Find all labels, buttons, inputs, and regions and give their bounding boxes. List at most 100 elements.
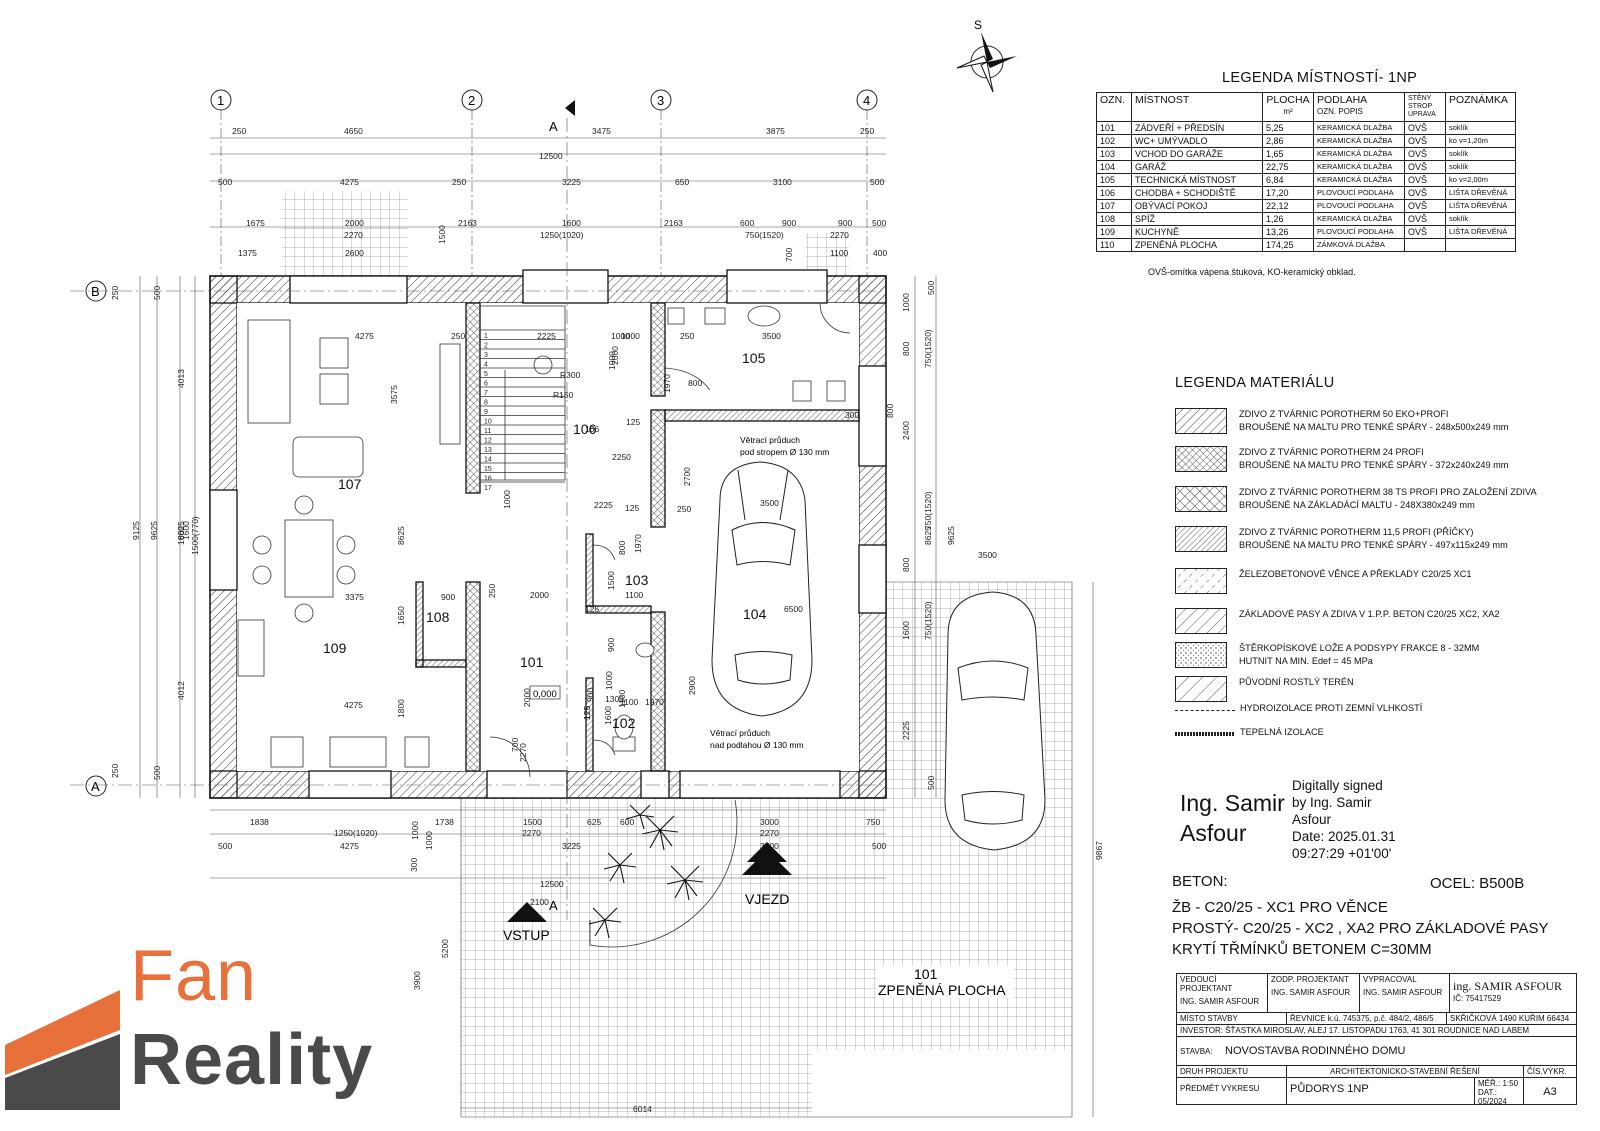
step-paving: [806, 233, 849, 276]
interior-dimension: 1970: [645, 697, 664, 707]
dimension-label: 2163: [458, 218, 477, 228]
interior-dimension: R300: [560, 370, 581, 380]
interior-dimension: 250: [451, 331, 465, 341]
dimension-label: 600: [620, 817, 634, 827]
stair-step-number: 5: [484, 371, 488, 378]
legend-cell: ko v=1,20m: [1445, 134, 1516, 148]
legend-cell: 108: [1096, 212, 1132, 226]
dimension-label: 3225: [562, 841, 581, 851]
interior-dimension: 106: [585, 424, 599, 434]
interior-dimension: 125: [582, 706, 592, 720]
col-mistnost: MÍSTNOST: [1131, 92, 1263, 122]
logo-reality-text: Reality: [130, 1020, 374, 1100]
stair-step-number: 15: [484, 466, 492, 473]
material-line-insulation: TEPELNÁ IZOLACE: [1240, 727, 1324, 737]
legend-cell: 2,86: [1262, 134, 1314, 148]
legend-cell: OVŠ: [1404, 173, 1446, 187]
room-label: 107: [338, 476, 362, 492]
dimension-label: 250: [110, 286, 120, 300]
dimension-label: 1500: [523, 817, 542, 827]
legend-cell: 1,26: [1262, 212, 1314, 226]
legend-cell: [1404, 238, 1446, 252]
interior-dimension: 2000: [522, 688, 532, 707]
interior-dimension: 125: [626, 417, 640, 427]
terrace-paving: [282, 191, 408, 276]
dimension-label: 250: [860, 126, 874, 136]
interior-dimension: 1970: [662, 374, 672, 393]
dimension-label: 9625: [149, 521, 159, 540]
vent-bottom-line2: nad podlahou Ø 130 mm: [710, 740, 804, 750]
interior-dimension: 1000: [604, 671, 614, 690]
interior-dimension: 250: [677, 504, 691, 514]
legend-cell: KERAMICKÁ DLAŽBA: [1313, 212, 1405, 226]
dimension-label: 2600: [345, 248, 364, 258]
legend-cell: 103: [1096, 147, 1132, 161]
material-text: ŠTĚRKOPÍSKOVÉ LOŽE A PODSYPY FRAKCE 8 - …: [1239, 643, 1480, 653]
dimension-label: 12500: [540, 879, 564, 889]
legend-cell: VCHOD DO GARÁŽE: [1131, 147, 1263, 161]
concrete-heading: BETON:: [1172, 873, 1228, 890]
legend-cell: OVŠ: [1404, 186, 1446, 200]
dimension-label: 2270: [522, 828, 541, 838]
dimension-label: 2000: [345, 218, 364, 228]
interior-dimension: 3375: [345, 592, 364, 602]
legend-cell: 102: [1096, 134, 1132, 148]
dimension-label: 3225: [562, 177, 581, 187]
legend-cell: PLOVOUCÍ PODLAHA: [1313, 199, 1405, 213]
dimension-label: 3900: [412, 971, 422, 990]
dimension-label: 750(1520): [923, 491, 933, 530]
stair-step-number: 6: [484, 381, 488, 388]
material-text: ZDIVO Z TVÁRNIC POROTHERM 38 TS PROFI PR…: [1239, 487, 1537, 497]
dimension-label: 250: [232, 126, 246, 136]
stair-step-number: 7: [484, 390, 488, 397]
interior-dimension: 800: [617, 541, 627, 555]
plant-icon: [588, 804, 704, 939]
dimension-label: 500: [872, 218, 886, 228]
section-mark-bottom: A: [549, 898, 558, 913]
dimension-label: 1375: [238, 248, 257, 258]
section-arrow-icon: [565, 100, 575, 116]
grid-label: 2: [468, 93, 475, 108]
interior-dimension: 900: [585, 688, 595, 702]
interior-dimension: 300: [845, 410, 859, 420]
interior-dimension: 800: [885, 404, 895, 418]
interior-dimension: 250: [487, 584, 497, 598]
material-text: BROUŠENÉ NA MALTU PRO TENKÉ SPÁRY - 372x…: [1239, 460, 1509, 470]
wc-basin-icon: [635, 642, 655, 658]
material-swatch: [1175, 486, 1227, 512]
stair-step-number: 4: [484, 362, 488, 369]
material-swatch: [1175, 446, 1227, 472]
car-outdoor-icon: [944, 591, 1046, 851]
dimension-label: 3100: [773, 177, 792, 187]
material-swatch: [1175, 642, 1227, 668]
entry-arrow-icon: [507, 902, 547, 922]
legend-cell: 13,26: [1262, 225, 1314, 239]
grid-bubble: [85, 775, 107, 797]
material-item: ŽELEZOBETONOVÉ VĚNCE A PŘEKLADY C20/25 X…: [1175, 568, 1472, 594]
dimension-label: 2225: [901, 721, 911, 740]
interior-dimension: 1100: [625, 590, 644, 600]
legend-cell: TECHNICKÁ MÍSTNOST: [1131, 173, 1263, 187]
vent-bottom-line1: Větrací průduch: [710, 728, 770, 738]
dimension-label: 750(1520): [923, 601, 933, 640]
dimension-label: 4275: [340, 841, 359, 851]
legend-cell: OVŠ: [1404, 134, 1446, 148]
dimension-label: 3500: [978, 550, 997, 560]
legend-cell: OVŠ: [1404, 121, 1446, 135]
stair-step-number: 10: [484, 419, 492, 426]
stair-step-number: 1: [484, 333, 488, 340]
dimension-label: 1250(1020): [334, 828, 378, 838]
grid-label: 4: [863, 93, 870, 108]
legend-cell: soklík: [1445, 160, 1516, 174]
interior-dimension: 900: [606, 638, 616, 652]
stair-step-number: 2: [484, 343, 488, 350]
legend-cell: 106: [1096, 186, 1132, 200]
material-text: ŽELEZOBETONOVÉ VĚNCE A PŘEKLADY C20/25 X…: [1239, 569, 1472, 579]
interior-dimension: 3575: [389, 385, 399, 404]
